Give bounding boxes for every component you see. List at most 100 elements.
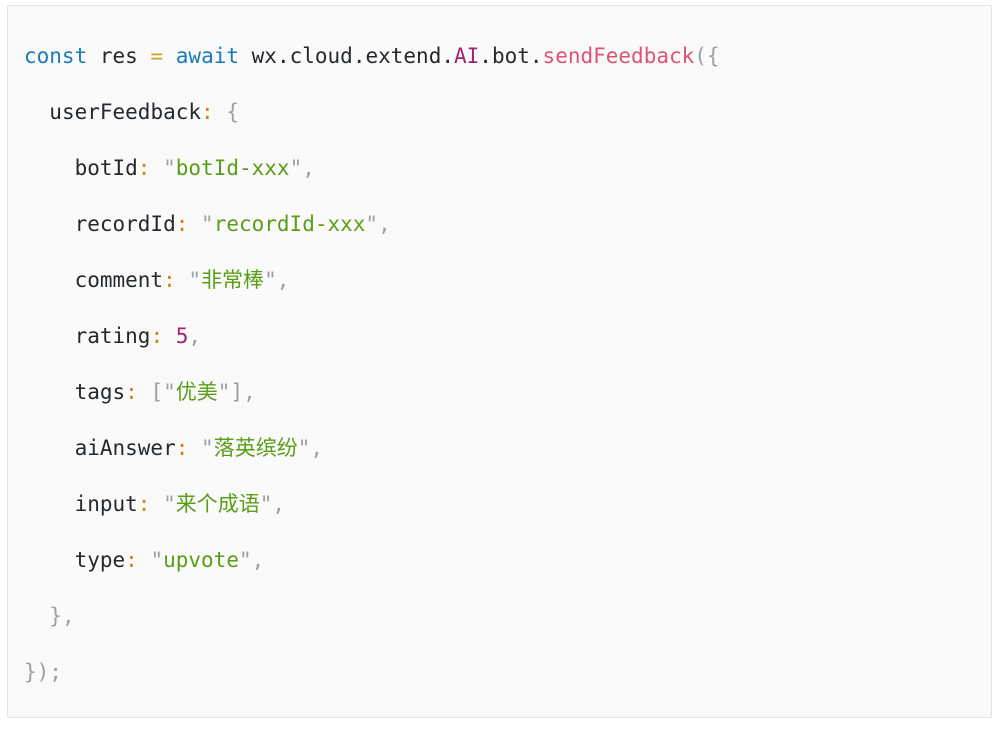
code-token-property: recordId [74,212,176,236]
code-line: rating: 5, [8,308,991,364]
code-line: tags: ["优美"], [8,364,991,420]
code-token-property: type [74,548,126,572]
code-token-number: 5 [175,324,189,348]
code-token-function: sendFeedback [542,44,695,68]
code-token-plain: extend [365,44,442,68]
code-token-quote: " [163,380,176,404]
code-token-dot: . [276,44,290,68]
code-line: botId: "botId-xxx", [8,140,991,196]
code-token-keyword: await [175,44,239,68]
code-token-quote: " [297,436,311,460]
code-indent [24,212,75,236]
code-token-punctuation: , [378,212,391,236]
code-token-colon: : [125,548,138,572]
code-token-quote: " [259,492,273,516]
code-indent [24,604,49,628]
code-token-punctuation: , [276,268,290,292]
code-token-variable: res [99,44,138,68]
code-token-property: comment [74,268,164,292]
code-token-plain: cloud [289,44,353,68]
code-token-property: botId [74,156,138,180]
code-token-colon: : [175,436,189,460]
code-token-property: rating [74,324,151,348]
code-token-quote: " [201,212,214,236]
code-token-plain [150,156,163,180]
code-token-punctuation: , [188,324,202,348]
code-indent [24,380,75,404]
code-token-plain [214,100,227,124]
code-token-plain [138,548,151,572]
code-token-punctuation: }, [49,604,75,628]
code-token-string: 优美 [175,380,218,404]
code-token-punctuation: ({ [694,44,720,68]
code-indent [24,436,75,460]
code-token-punctuation: { [226,100,239,124]
code-card: const res = await wx.cloud.extend.AI.bot… [7,5,992,718]
code-token-keyword: const [24,44,88,68]
code-content: const res = await wx.cloud.extend.AI.bot… [8,28,991,700]
code-token-punctuation: , [251,548,265,572]
code-token-quote: " [163,156,176,180]
code-token-property: input [74,492,138,516]
code-line: comment: "非常棒", [8,252,991,308]
code-token-plain [87,44,100,68]
code-line: const res = await wx.cloud.extend.AI.bot… [8,28,991,84]
code-line: }, [8,588,991,644]
code-line: aiAnswer: "落英缤纷", [8,420,991,476]
code-token-colon: : [137,156,151,180]
code-token-string: recordId-xxx [213,212,366,236]
code-line: type: "upvote", [8,532,991,588]
code-token-plain [138,44,151,68]
code-token-property: aiAnswer [74,436,176,460]
code-token-quote: " [264,268,277,292]
code-token-dot: . [441,44,454,68]
code-token-dot: . [479,44,492,68]
code-indent [24,324,75,348]
code-token-quote: " [217,380,231,404]
code-token-string: 来个成语 [175,492,260,516]
code-token-plain [150,492,163,516]
code-token-quote: " [238,548,252,572]
code-indent [24,548,75,572]
code-token-punctuation: [ [150,380,164,404]
code-line: userFeedback: { [8,84,991,140]
code-token-colon: : [201,100,214,124]
code-token-colon: : [163,268,176,292]
code-indent [24,100,49,124]
code-token-dot: . [352,44,366,68]
code-line: }); [8,644,991,700]
code-token-string: 落英缤纷 [213,436,298,460]
code-token-punctuation: , [302,156,315,180]
code-token-plain [188,212,201,236]
code-token-punctuation: , [243,380,256,404]
code-token-plain [188,436,201,460]
code-line: input: "来个成语", [8,476,991,532]
code-token-quote: " [365,212,379,236]
code-token-plain [163,44,176,68]
code-token-colon: : [150,324,164,348]
code-token-punctuation: }); [24,660,62,684]
code-token-quote: " [188,268,202,292]
code-token-plain [138,380,151,404]
code-indent [24,268,75,292]
code-token-punctuation: , [272,492,286,516]
code-token-class: AI [454,44,480,68]
code-token-string: botId-xxx [175,156,290,180]
code-token-colon: : [175,212,189,236]
code-token-plain [163,324,176,348]
code-token-punctuation: ] [230,380,244,404]
code-block[interactable]: const res = await wx.cloud.extend.AI.bot… [8,6,991,700]
code-token-plain [239,44,252,68]
code-line: recordId: "recordId-xxx", [8,196,991,252]
code-token-plain: bot [491,44,530,68]
code-token-property: tags [74,380,126,404]
code-token-quote: " [163,492,176,516]
code-token-quote: " [150,548,164,572]
code-token-string: upvote [163,548,239,572]
code-token-property: userFeedback [49,100,202,124]
code-token-quote: " [289,156,303,180]
code-token-colon: : [137,492,151,516]
code-token-plain [176,268,189,292]
code-token-colon: : [125,380,138,404]
code-token-quote: " [201,436,214,460]
